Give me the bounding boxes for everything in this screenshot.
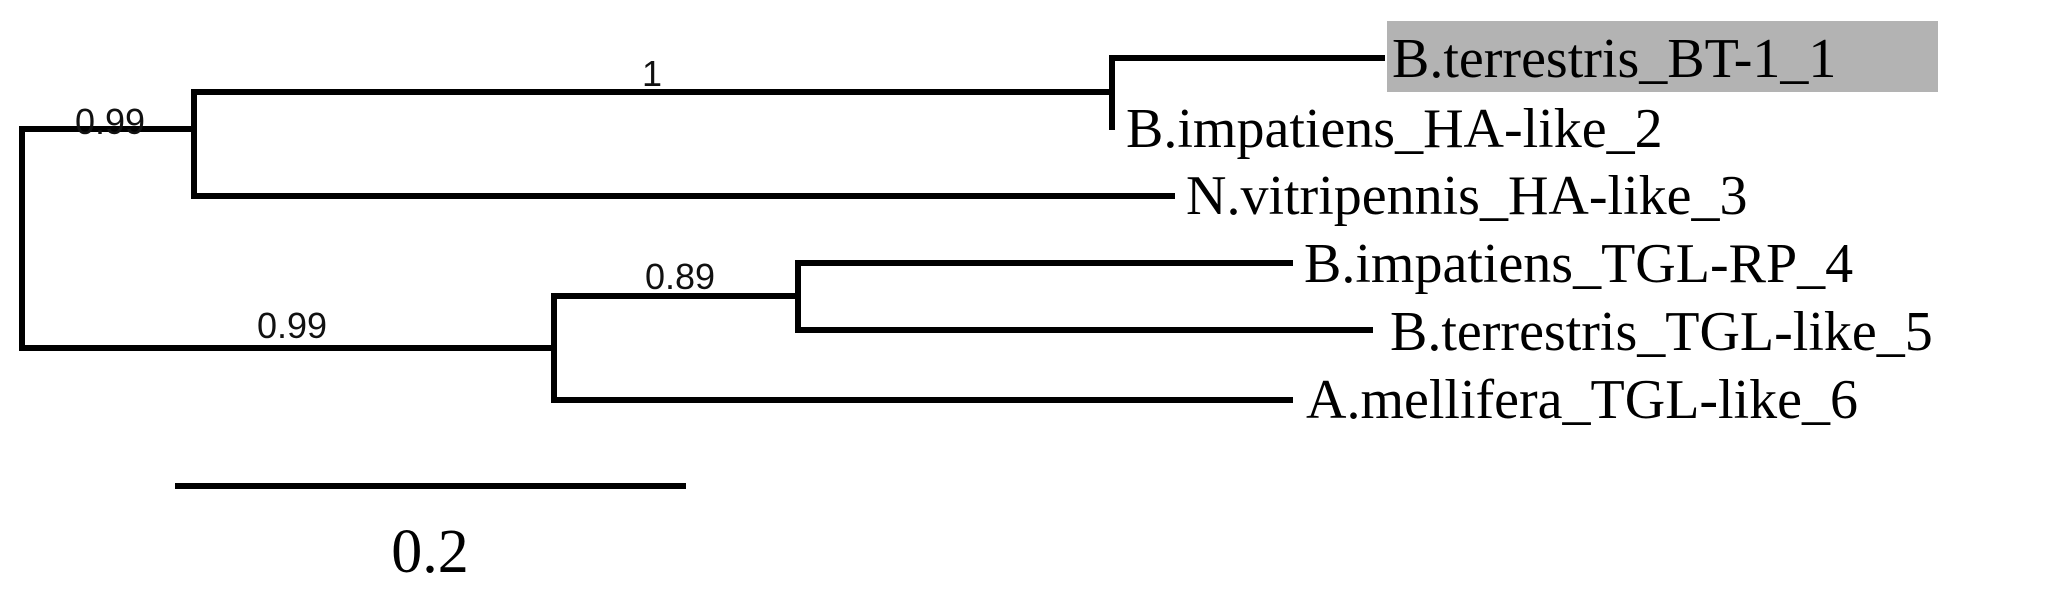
taxon-label-4: B.impatiens_TGL-RP_4 (1304, 233, 1853, 295)
taxon-label-3: N.vitripennis_HA-like_3 (1186, 165, 1747, 227)
support-clade-1-2: 1 (642, 53, 662, 94)
taxon-label-5: B.terrestris_TGL-like_5 (1390, 301, 1933, 363)
taxon-label-6: A.mellifera_TGL-like_6 (1306, 369, 1858, 431)
support-clade-1-2-3: 0.99 (75, 101, 145, 142)
taxon-label-2: B.impatiens_HA-like_2 (1126, 98, 1663, 160)
taxon-label-1: B.terrestris_BT-1_1 (1392, 28, 1836, 90)
taxon-highlight (1387, 21, 1938, 92)
support-clade-4-5: 0.89 (645, 256, 715, 297)
support-clade-4-5-6: 0.99 (257, 305, 327, 346)
scale-bar-label: 0.2 (391, 518, 469, 586)
